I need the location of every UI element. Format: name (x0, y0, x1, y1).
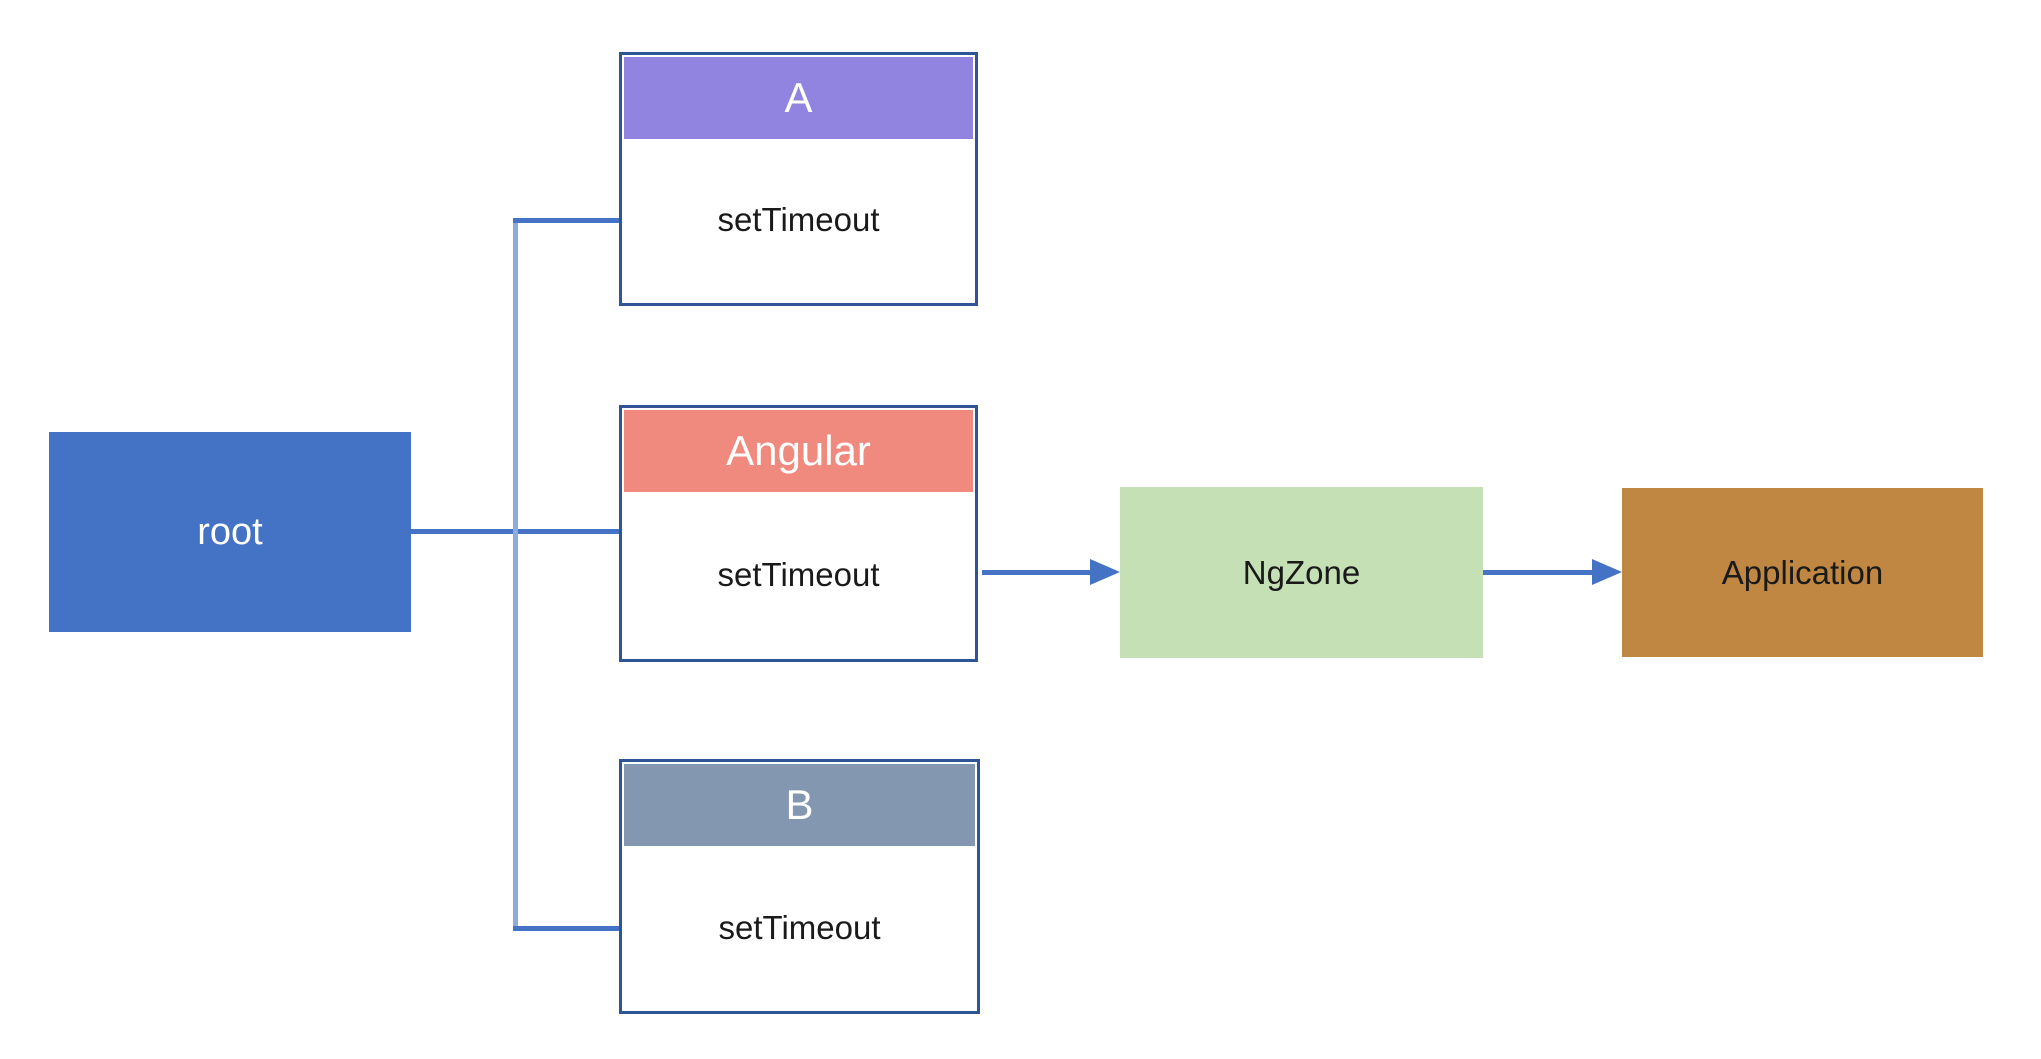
arrowhead-icon (1592, 559, 1622, 585)
zone-a-settimeout-label: setTimeout (717, 201, 880, 238)
zone-angular-settimeout-label: setTimeout (717, 555, 880, 593)
zone-b-title: B (785, 781, 814, 828)
node-ngzone: NgZone (1120, 487, 1483, 658)
zone-angular-title: Angular (726, 427, 871, 474)
connector-trunk-to-a (513, 218, 619, 223)
zone-b-settimeout-label: setTimeout (718, 908, 881, 946)
application-label: Application (1721, 553, 1884, 591)
zone-a-title: A (784, 74, 813, 121)
zone-angular-header: Angular (624, 410, 973, 492)
zone-b-body: setTimeout (624, 846, 975, 1009)
node-root-label: root (197, 510, 263, 553)
connector-trunk-to-b (513, 926, 619, 931)
zone-b-header: B (624, 764, 975, 846)
arrowhead-icon (1090, 559, 1120, 585)
arrow-angular-to-ngzone (982, 570, 1092, 575)
node-zone-a: A setTimeout (619, 52, 978, 306)
zone-angular-body: setTimeout (624, 492, 973, 657)
arrow-ngzone-to-application (1483, 570, 1594, 575)
node-zone-angular: Angular setTimeout (619, 405, 978, 662)
zone-a-header: A (624, 57, 973, 139)
node-application: Application (1622, 488, 1983, 657)
node-zone-b: B setTimeout (619, 759, 980, 1014)
ngzone-label: NgZone (1242, 553, 1361, 591)
zone-a-body: setTimeout (624, 139, 973, 301)
connector-trunk (513, 220, 518, 931)
node-root: root (49, 432, 411, 632)
